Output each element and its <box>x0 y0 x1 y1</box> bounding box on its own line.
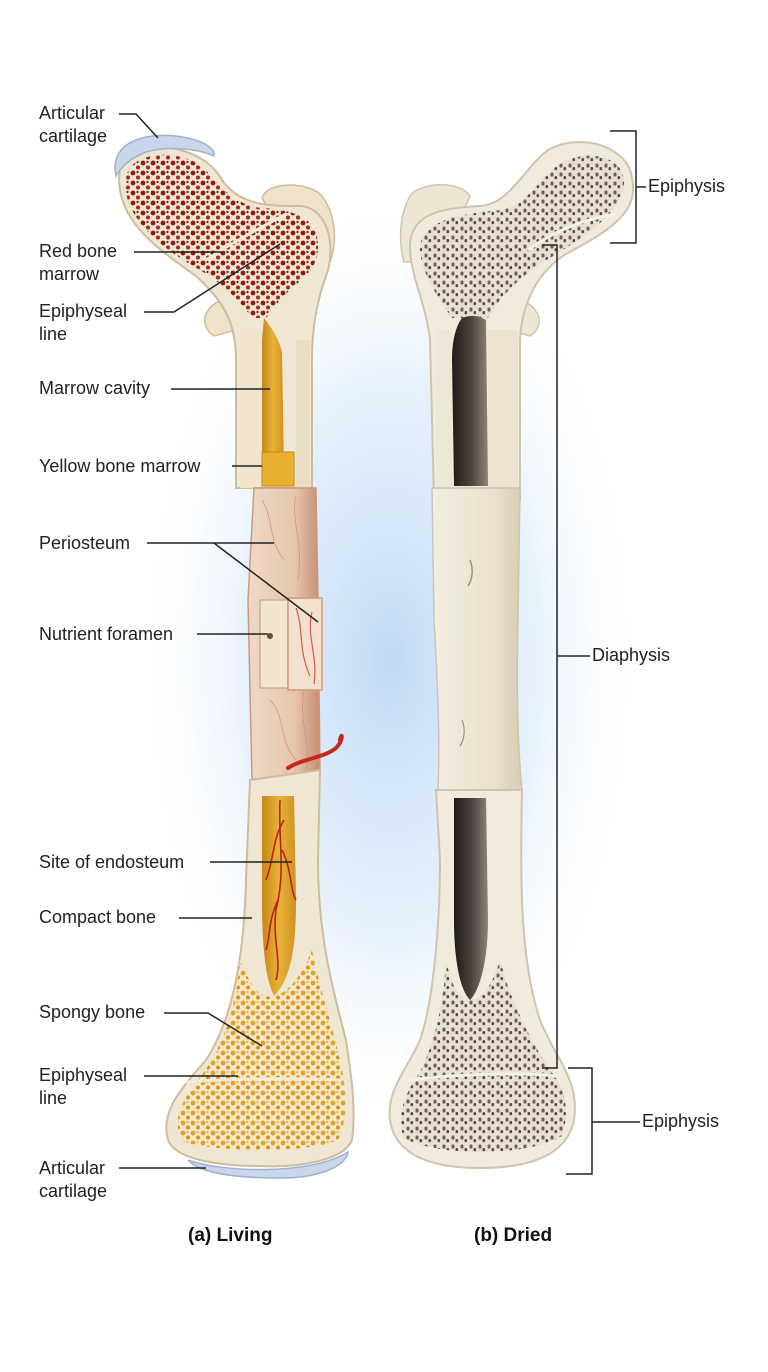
leader-lines <box>119 113 646 1175</box>
caption-dried: (b) Dried <box>474 1225 553 1246</box>
dried-spongy-head <box>420 155 625 318</box>
label-periosteum: Periosteum <box>39 533 131 553</box>
label-red-bone-marrow: Red bone marrow <box>39 241 118 284</box>
label-articular-cartilage-top: Articular cartilage <box>39 103 108 146</box>
label-epiphyseal-line-bottom: Epiphyseal line <box>39 1065 128 1108</box>
living-compact-window <box>259 599 289 689</box>
living-epiphyseal-line-top <box>205 212 287 262</box>
living-red-marrow-head <box>125 154 318 318</box>
label-epiphysis-bottom: Epiphysis <box>642 1111 720 1131</box>
label-articular-cartilage-bottom: Articular cartilage <box>39 1158 108 1201</box>
label-diaphysis: Diaphysis <box>592 645 671 665</box>
dried-spongy-distal <box>400 960 566 1153</box>
living-marrow-cavity <box>262 318 284 470</box>
living-spongy-bone-distal <box>177 950 346 1151</box>
living-bone <box>114 134 355 1179</box>
dried-marrow-cavity-lower <box>454 798 488 1000</box>
dried-shaft <box>431 487 523 791</box>
label-nutrient-foramen: Nutrient foramen <box>39 624 174 644</box>
living-periosteum-flap <box>287 597 323 691</box>
dried-epiphyseal-line-top <box>527 212 617 252</box>
living-yellow-marrow-plug <box>261 451 295 487</box>
label-spongy-bone: Spongy bone <box>39 1002 146 1022</box>
label-epiphyseal-line-top: Epiphyseal line <box>39 301 128 344</box>
label-marrow-cavity: Marrow cavity <box>39 378 151 398</box>
living-articular-cartilage-top <box>114 134 215 178</box>
label-compact-bone: Compact bone <box>39 907 157 927</box>
dried-marrow-cavity-upper <box>452 315 488 486</box>
label-yellow-bone-marrow: Yellow bone marrow <box>39 456 201 476</box>
label-epiphysis-top: Epiphysis <box>648 176 726 196</box>
dried-epiphyseal-line-bottom <box>407 1072 557 1082</box>
caption-living: (a) Living <box>188 1225 273 1246</box>
living-epiphyseal-line-bottom <box>185 1077 341 1084</box>
living-articular-cartilage-bottom <box>187 1150 349 1179</box>
nutrient-artery <box>286 733 344 770</box>
nutrient-foramen-hole <box>267 633 273 639</box>
label-site-of-endosteum: Site of endosteum <box>39 852 185 872</box>
dried-bone <box>388 141 635 1170</box>
living-lesser-trochanter <box>204 299 238 337</box>
